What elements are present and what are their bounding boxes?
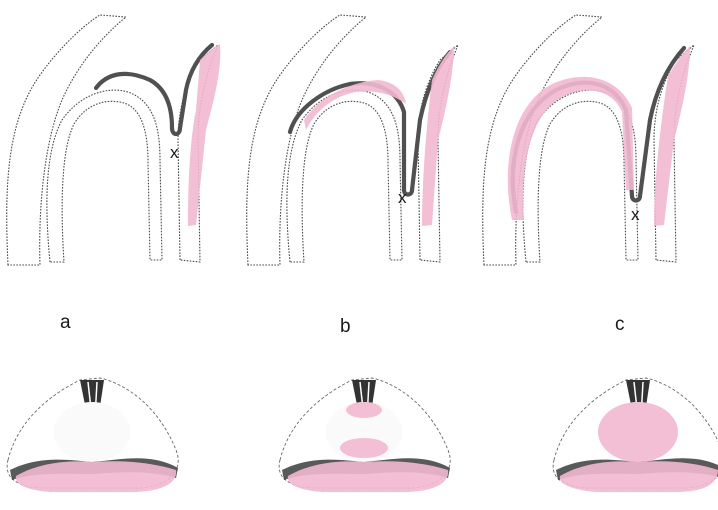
pink-center-c [598, 402, 678, 462]
panel-label-c: c [615, 314, 625, 335]
marker-x-a: x [170, 143, 179, 162]
highlight-region-b-top [304, 80, 406, 130]
panel-c-section: x [483, 15, 694, 265]
panel-label-a: a [60, 312, 71, 333]
panel-label-b: b [340, 316, 351, 337]
marker-x-c: x [631, 205, 640, 224]
view-b [279, 378, 450, 492]
view-c [553, 378, 718, 492]
highlight-region-b-right [422, 46, 454, 226]
highlight-region-c-arch [508, 77, 634, 220]
panel-b-section: x [247, 15, 458, 265]
panel-a-section: x [7, 15, 221, 265]
pink-top-b [346, 402, 382, 418]
highlight-region-c-right [654, 46, 690, 226]
marker-x-b: x [398, 188, 407, 207]
pink-mid-b [340, 438, 388, 458]
view-a [7, 378, 178, 492]
